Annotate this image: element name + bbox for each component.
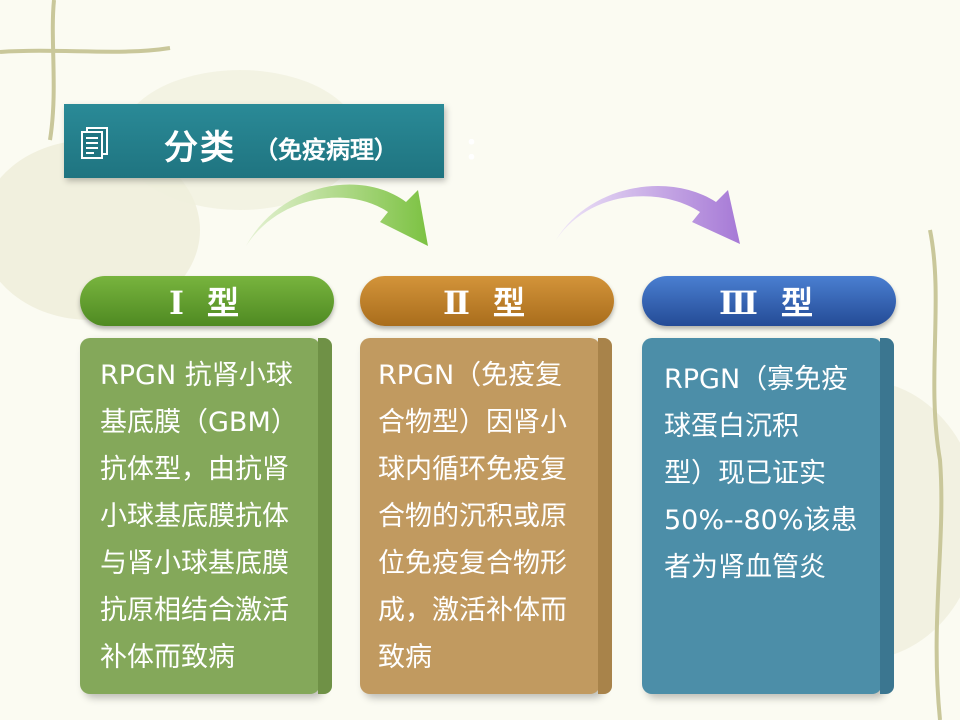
type2-header: Ⅱ 型 xyxy=(360,276,614,326)
type3-header-label: Ⅲ 型 xyxy=(718,284,820,322)
type1-card xyxy=(80,338,320,694)
page-subtitle: （免疫病理） xyxy=(254,136,398,164)
title-colon: ： xyxy=(464,132,494,167)
type2-description: RPGN（免疫复 合物型）因肾小 球内循环免疫复 合物的沉积或原 位免疫复合物形… xyxy=(378,360,567,673)
title-bar: 分类 （免疫病理） ： xyxy=(64,104,494,178)
green-arrow-icon xyxy=(246,184,428,246)
purple-arrow-icon xyxy=(556,186,740,244)
type3-header: Ⅲ 型 xyxy=(642,276,896,326)
type2-header-label: Ⅱ 型 xyxy=(442,284,532,322)
type3-description: RPGN（寡免疫 球蛋白沉积 型）现已证实 50%--80%该患 者为肾血管炎 xyxy=(664,364,858,583)
type3-card xyxy=(642,338,882,694)
type1-card-side xyxy=(318,338,332,694)
type2-card xyxy=(360,338,600,694)
type1-header-label: Ⅰ 型 xyxy=(168,284,246,322)
page-title: 分类 xyxy=(164,128,236,168)
type3-card-side xyxy=(880,338,894,694)
type1-description: RPGN 抗肾小球 基底膜（GBM） 抗体型，由抗肾 小球基底膜抗体 与肾小球基… xyxy=(100,360,298,673)
document-stack-icon xyxy=(81,127,108,159)
type1-header: Ⅰ 型 xyxy=(80,276,334,326)
type2-card-side xyxy=(598,338,612,694)
